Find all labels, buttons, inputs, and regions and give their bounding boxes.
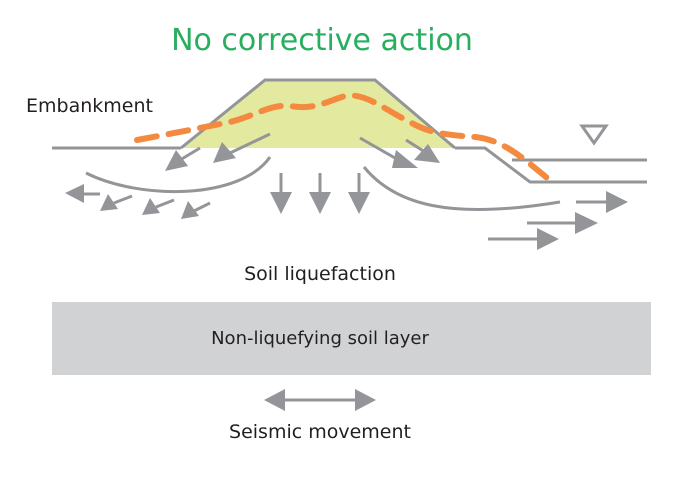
failure-arc-left bbox=[85, 156, 272, 194]
arrow-left-slide-1 bbox=[165, 146, 201, 171]
arrow-right-slide-2 bbox=[405, 138, 440, 163]
water-level-icon bbox=[579, 124, 609, 146]
diagram-title: No corrective action bbox=[171, 23, 473, 58]
seismic-movement-arrow-icon bbox=[264, 389, 376, 411]
embankment-body bbox=[181, 80, 455, 148]
non-liquefying-layer-label: Non-liquefying soil layer bbox=[211, 328, 429, 349]
arrow-settlement-3 bbox=[348, 173, 370, 214]
failure-arc-right bbox=[362, 166, 561, 212]
ground-line-right bbox=[455, 146, 647, 184]
arrow-settlement-1 bbox=[270, 173, 292, 214]
non-liquefying-soil-layer bbox=[52, 302, 651, 375]
embankment-outline bbox=[180, 78, 456, 150]
arrow-lateral-left-4 bbox=[181, 201, 211, 219]
embankment-label: Embankment bbox=[26, 95, 153, 117]
arrow-lateral-right-2 bbox=[527, 212, 598, 234]
soil-liquefaction-label: Soil liquefaction bbox=[244, 263, 396, 285]
arrow-lateral-right-1 bbox=[576, 191, 628, 213]
arrow-left-slide-2 bbox=[213, 132, 271, 163]
arrow-lateral-right-3 bbox=[488, 228, 559, 250]
arrow-right-slide-1 bbox=[359, 136, 418, 168]
seismic-movement-label: Seismic movement bbox=[229, 421, 411, 443]
arrow-settlement-2 bbox=[309, 173, 331, 214]
arrow-lateral-left-2 bbox=[100, 194, 133, 211]
arrow-lateral-left-3 bbox=[142, 198, 175, 215]
slip-surface-line bbox=[134, 92, 555, 185]
arrow-lateral-left-1 bbox=[65, 184, 100, 203]
